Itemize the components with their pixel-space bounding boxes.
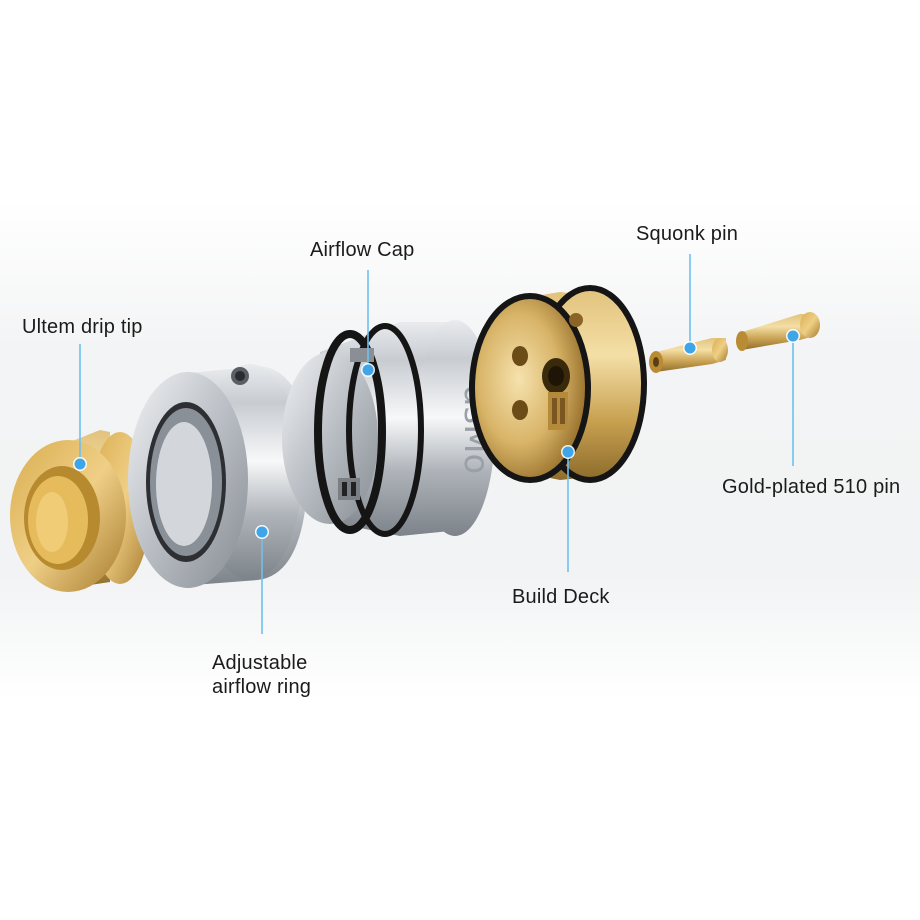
callout-dot-airflow-ring — [256, 526, 268, 538]
label-ultem-drip-tip: Ultem drip tip — [22, 316, 143, 338]
callout-dot-gold-pin — [787, 330, 799, 342]
callout-dot-airflow-cap — [362, 364, 374, 376]
label-squonk-pin: Squonk pin — [636, 223, 739, 245]
callout-dot-drip-tip — [74, 458, 86, 470]
airflow-cap-part: asMo — [282, 320, 496, 537]
callout-dot-build-deck — [562, 446, 574, 458]
airflow-ring-part — [128, 364, 309, 588]
label-build-deck: Build Deck — [512, 586, 610, 608]
label-airflow-cap: Airflow Cap — [310, 239, 415, 261]
callout-dot-squonk-pin — [684, 342, 696, 354]
label-adjustable-airflow-ring: Adjustable airflow ring — [212, 651, 311, 699]
squonk-pin-part — [649, 338, 728, 373]
label-line-adjustable: Adjustable — [212, 652, 308, 674]
label-gold-plated-510-pin: Gold-plated 510 pin — [722, 476, 901, 498]
gold-510-pin-part — [736, 312, 820, 351]
label-line-airflow-ring: airflow ring — [212, 676, 312, 698]
callout-dots — [73, 329, 800, 539]
leader-lines — [79, 254, 794, 634]
build-deck-part — [469, 285, 647, 483]
